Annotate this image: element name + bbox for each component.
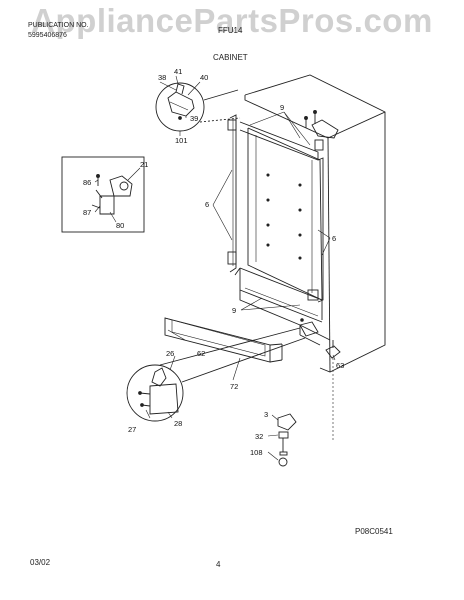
publication-label: PUBLICATION NO.: [28, 22, 89, 29]
callout-86: 86: [83, 178, 91, 187]
callout-9-top: 9: [280, 103, 284, 112]
diagram-code: P08C0541: [355, 527, 393, 536]
cabinet-body: [234, 74, 386, 373]
callout-40: 40: [200, 73, 208, 82]
callout-72: 72: [230, 382, 238, 391]
watermark: AppliancePartsPros.com: [31, 2, 433, 39]
callout-26: 26: [166, 349, 174, 358]
callout-27: 27: [128, 425, 136, 434]
bottom-hinge: [299, 318, 319, 337]
kick-plate: [164, 317, 283, 363]
callout-63: 63: [336, 361, 344, 370]
callout-80: 80: [116, 221, 124, 230]
callout-108: 108: [250, 448, 263, 457]
publication-number: 5995406876: [28, 32, 67, 39]
leveling-leg: [325, 340, 341, 440]
callout-leaders: [94, 75, 336, 461]
callout-6-left: 6: [205, 200, 209, 209]
callout-6-right: 6: [332, 234, 336, 243]
callout-3: 3: [264, 410, 268, 419]
callout-38: 38: [158, 73, 166, 82]
page-number: 4: [216, 560, 221, 569]
callout-87: 87: [83, 208, 91, 217]
door-trim-frame: [227, 114, 324, 303]
callout-41: 41: [174, 67, 182, 76]
callout-21: 21: [140, 160, 148, 169]
top-hinge: [304, 110, 339, 139]
detail-circle-top-hinge: [155, 82, 241, 132]
detail-box-latch: [61, 156, 145, 233]
callout-numbers: 41 38 40 39 101 9 21 86 87 80 6 6 9 63 2…: [83, 67, 344, 457]
callout-62: 62: [197, 349, 205, 358]
callout-101: 101: [175, 136, 188, 145]
footer-date: 03/02: [30, 558, 51, 567]
section-title: CABINET: [213, 53, 248, 62]
caster-assembly: [277, 413, 297, 467]
detail-circle-bottom-hinge: [126, 327, 306, 422]
callout-39: 39: [190, 114, 198, 123]
model-label: FFU14: [218, 26, 243, 35]
callout-32: 32: [255, 432, 263, 441]
callout-28: 28: [174, 419, 182, 428]
callout-9-bottom: 9: [232, 306, 236, 315]
